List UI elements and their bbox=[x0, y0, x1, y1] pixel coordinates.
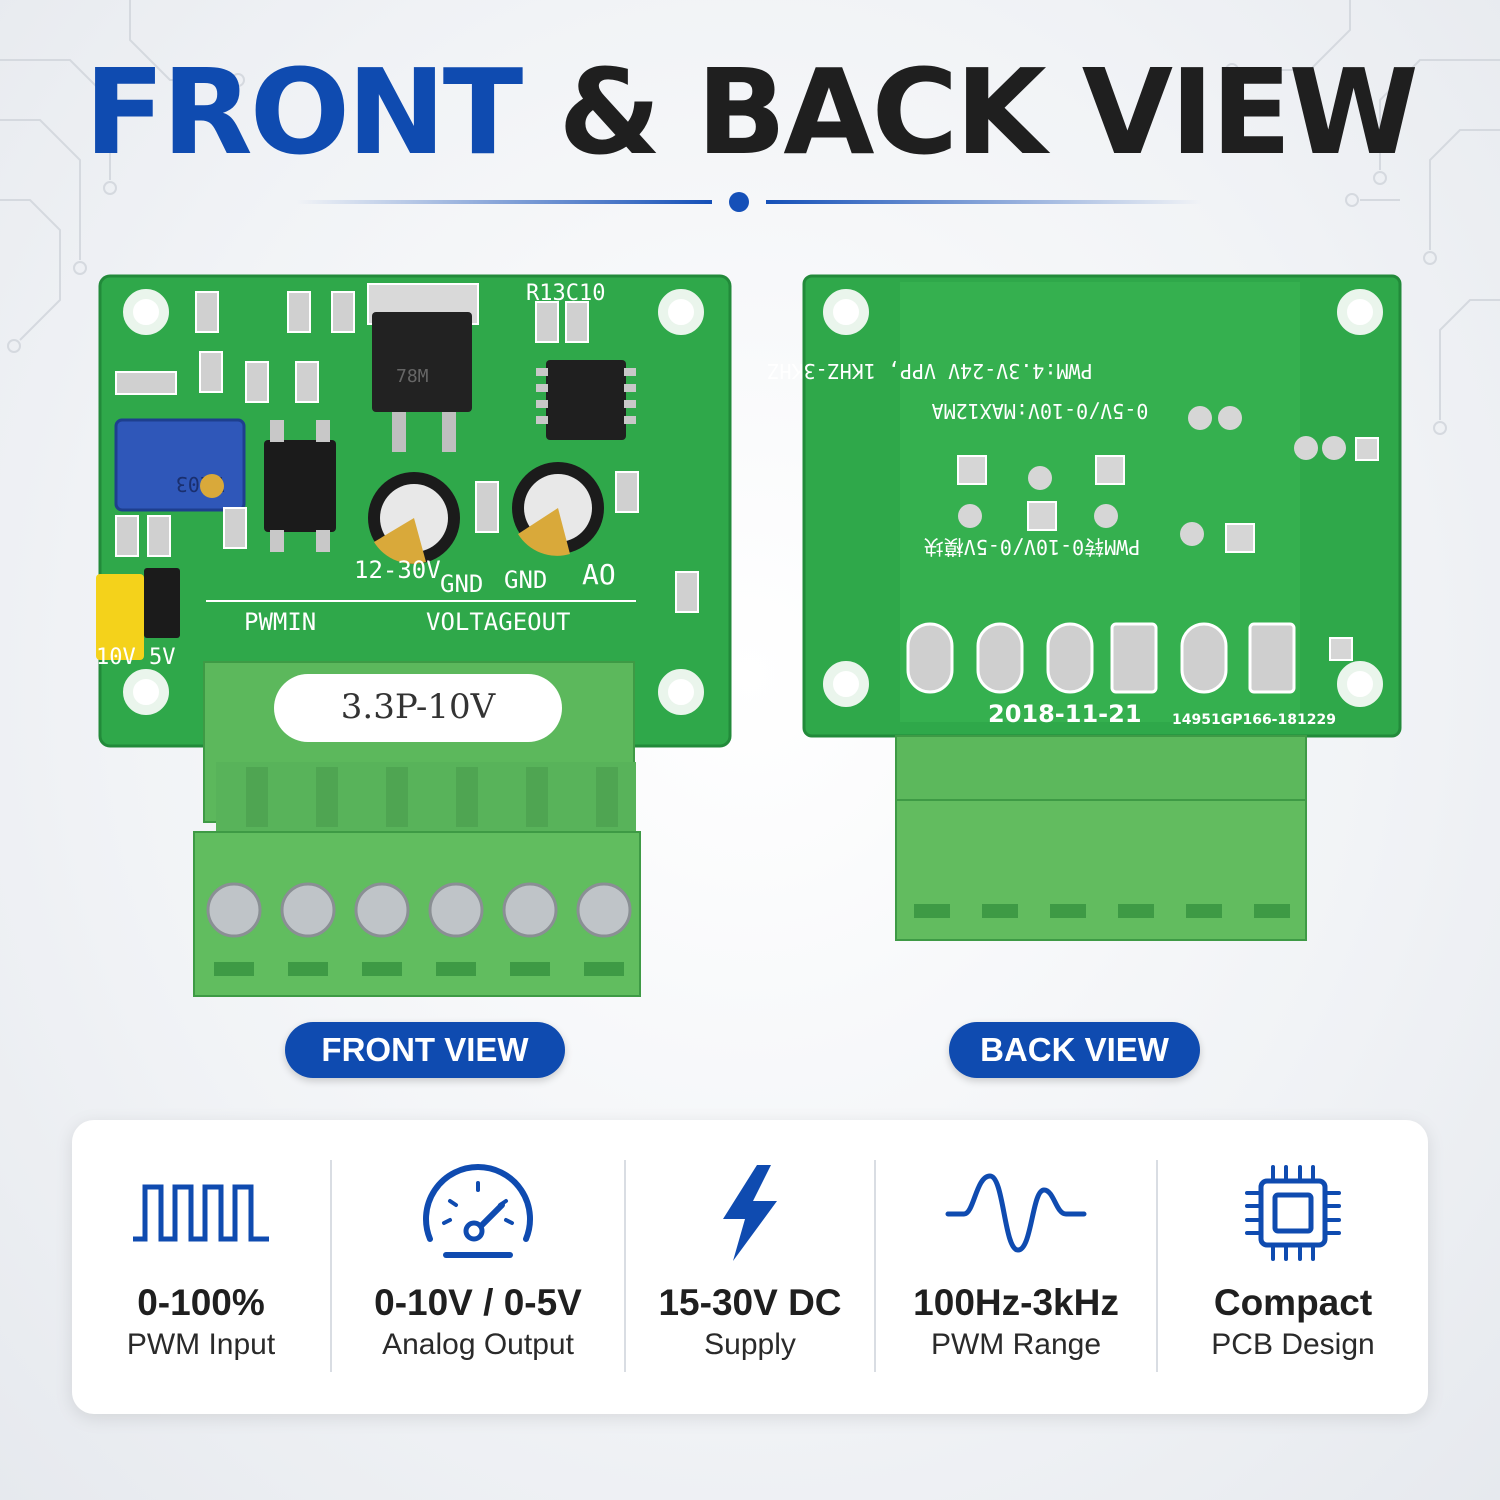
feature-value: 100Hz-3kHz bbox=[913, 1282, 1119, 1323]
feature-label: Supply bbox=[704, 1328, 796, 1361]
title-divider-left bbox=[296, 200, 712, 204]
back-code-text: 14951GP166-181229 bbox=[1172, 712, 1336, 728]
title-divider-right bbox=[766, 200, 1202, 204]
front-view-label: FRONT VIEW bbox=[285, 1022, 565, 1078]
back-line1-text: PWM:4.3V-24V VPP, 1KHZ-3KHZ bbox=[767, 359, 1092, 383]
title-divider-dot bbox=[729, 192, 749, 212]
lightning-bolt-icon bbox=[723, 1165, 777, 1261]
back-date-text: 2018-11-21 bbox=[988, 700, 1142, 728]
feature-label: PWM Input bbox=[126, 1328, 276, 1361]
feature-pwm-input: 0-100% PWM Input bbox=[72, 1120, 330, 1414]
feature-value: 15-30V DC bbox=[658, 1282, 842, 1323]
feature-supply: 15-30V DC Supply bbox=[626, 1120, 874, 1414]
front-gnd1-text: GND bbox=[440, 570, 483, 598]
back-line3-text: PWM转0-10V/0-5V模块 bbox=[924, 535, 1141, 559]
front-board-photo: 78M W103 bbox=[96, 274, 732, 997]
feature-label: Analog Output bbox=[382, 1328, 574, 1361]
feature-value: Compact bbox=[1213, 1282, 1373, 1323]
front-supply-text: 12-30V bbox=[354, 556, 441, 584]
feature-analog-output: 0-10V / 0-5V Analog Output bbox=[332, 1120, 624, 1414]
front-ao-text: AO bbox=[582, 558, 616, 591]
feature-pcb-design: Compact PCB Design bbox=[1158, 1120, 1428, 1414]
feature-separator bbox=[874, 1160, 876, 1372]
chip-icon bbox=[1245, 1165, 1341, 1261]
front-voltageout-text: VOLTAGEOUT bbox=[426, 608, 571, 636]
feature-separator bbox=[330, 1160, 332, 1372]
features-panel: 0-100% PWM Input 0-10V / 0-5V bbox=[72, 1120, 1428, 1414]
feature-separator bbox=[624, 1160, 626, 1372]
pwm-wave-icon bbox=[133, 1184, 269, 1242]
title-back-view: & BACK VIEW bbox=[558, 43, 1418, 181]
front-pwmin-text: PWMIN bbox=[244, 608, 316, 636]
feature-value: 0-10V / 0-5V bbox=[374, 1282, 582, 1323]
feature-label: PWM Range bbox=[930, 1328, 1102, 1361]
back-line2-text: 0-5V/0-10V:MAX12MA bbox=[932, 399, 1149, 423]
feature-separator bbox=[1156, 1160, 1158, 1372]
title-front: FRONT bbox=[84, 43, 523, 181]
feature-value: 0-100% bbox=[137, 1282, 265, 1323]
back-view-label: BACK VIEW bbox=[949, 1022, 1200, 1078]
gauge-icon bbox=[423, 1164, 533, 1258]
front-refs-top-text: R13C10 bbox=[526, 281, 605, 306]
front-sticker-text: 3.3P-10V bbox=[341, 687, 497, 727]
front-ic-78m-text: 78M bbox=[396, 366, 429, 387]
front-jumper-text: 10V 5V bbox=[96, 645, 175, 670]
back-board-photo: PWM:4.3V-24V VPP, 1KHZ-3KHZ 0-5V/0-10V:M… bbox=[767, 274, 1402, 941]
front-gnd2-text: GND bbox=[504, 566, 547, 594]
feature-label: PCB Design bbox=[1211, 1328, 1375, 1361]
page-title: FRONT & BACK VIEW bbox=[0, 52, 1500, 172]
feature-pwm-range: 100Hz-3kHz PWM Range bbox=[876, 1120, 1156, 1414]
sine-wave-icon bbox=[945, 1173, 1087, 1253]
